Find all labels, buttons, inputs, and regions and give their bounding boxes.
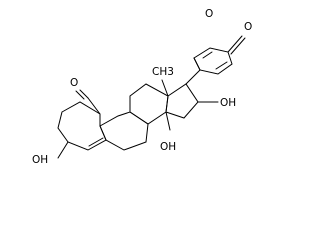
steroid-skeleton (57, 79, 219, 159)
hydroxyl-3-bond (57, 141, 69, 159)
b-ring (99, 111, 149, 151)
aldehyde-carbon-bond (79, 89, 89, 99)
methyl-bond (161, 79, 169, 97)
d-ring (165, 83, 199, 119)
molecule-structure: O O O CH3 OH OH OH (32, 8, 252, 166)
linker-bond (185, 69, 201, 85)
atom-labels: O O O CH3 OH OH OH (32, 8, 252, 166)
carbonyl-double-bond (230, 37, 246, 55)
hydroxyl-14-label: OH (160, 141, 176, 153)
a-ring (57, 101, 107, 151)
a-ring-double-bond (88, 137, 104, 147)
pyranone-inner-double-bond (202, 51, 213, 59)
hydroxyl-17-label: OH (220, 97, 236, 109)
c-ring (129, 83, 169, 125)
ring-oxygen-label: O (205, 8, 213, 20)
pyranone-link-bond (193, 57, 201, 71)
carbonyl-oxygen-label: O (244, 21, 252, 33)
aldehyde-double-bond (75, 90, 85, 100)
aldehyde-bond (87, 97, 101, 115)
aldehyde-oxygen-label: O (70, 77, 78, 89)
carbonyl-bond (227, 35, 243, 53)
pyranone-inner-double-bond-2 (215, 61, 228, 70)
pyranone-ring (193, 35, 246, 75)
hydroxyl-14-bond (165, 111, 171, 131)
methyl-label: CH3 (152, 66, 174, 78)
hydroxyl-3-label: OH (32, 154, 48, 166)
